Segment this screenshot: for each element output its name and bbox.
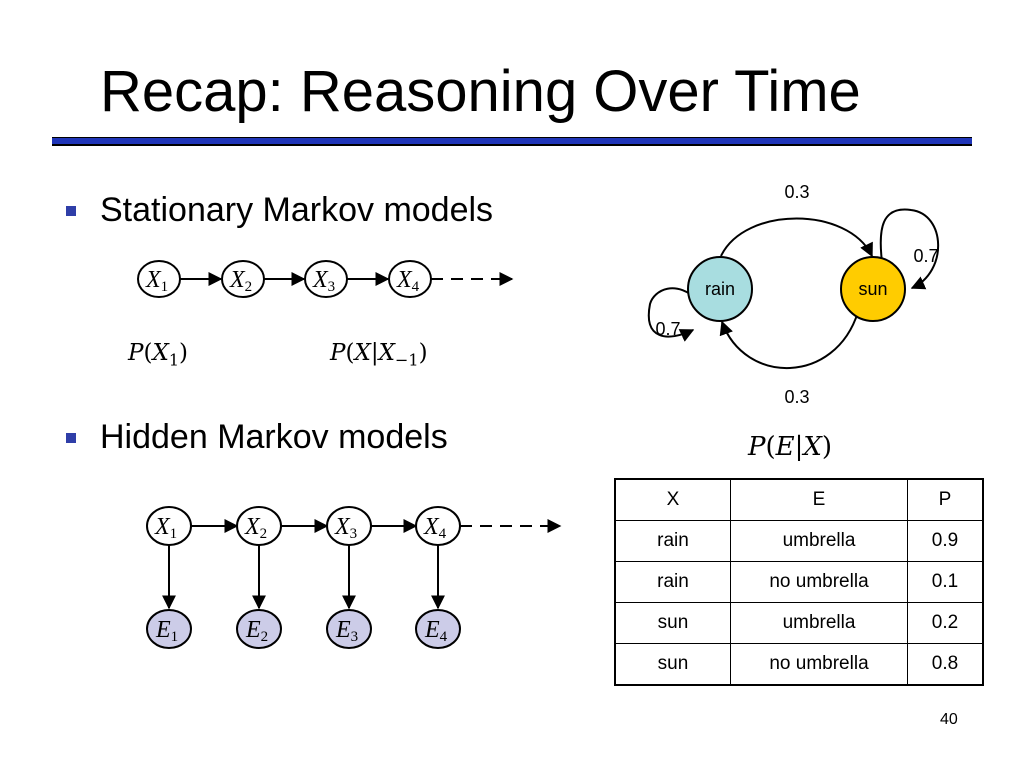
slide-title: Recap: Reasoning Over Time — [100, 59, 861, 124]
formula-emission-model: P(E|X) — [748, 432, 833, 462]
table-cell: umbrella — [730, 602, 908, 644]
svg-text:X2: X2 — [229, 267, 252, 295]
table-cell: 0.8 — [907, 643, 984, 686]
svg-text:E3: E3 — [335, 617, 358, 645]
table-row: rain umbrella 0.9 — [614, 520, 984, 562]
state-sun: sun — [840, 256, 906, 322]
table-row: rain no umbrella 0.1 — [614, 561, 984, 603]
table-cell: sun — [614, 602, 731, 644]
hmm-diagram: X1 X2 X3 X4 E1 E2 E — [146, 506, 562, 649]
svg-text:E4: E4 — [424, 617, 448, 645]
edge-sun-to-rain — [719, 311, 859, 369]
markov-chain: X1 X2 X3 X4 — [137, 260, 514, 298]
table-cell: 0.1 — [907, 561, 984, 603]
state-rain: rain — [687, 256, 753, 322]
prob-sun-to-rain: 0.3 — [784, 387, 809, 407]
evidence-node-e1: E1 — [146, 609, 192, 649]
svg-text:X2: X2 — [244, 514, 267, 542]
svg-text:rain: rain — [705, 279, 735, 299]
svg-text:X3: X3 — [334, 514, 357, 542]
markov-node-x4: X4 — [388, 260, 432, 298]
svg-text:X3: X3 — [312, 267, 335, 295]
table-header-row: X E P — [614, 478, 984, 521]
column-header: E — [730, 478, 908, 521]
prob-rain-to-sun: 0.3 — [784, 182, 809, 202]
bullet-marker-markov — [66, 206, 76, 216]
table-row: sun umbrella 0.2 — [614, 602, 984, 644]
hmm-node-x3: X3 — [326, 506, 372, 546]
table-cell: no umbrella — [730, 561, 908, 603]
bullet-hidden-markov-models: Hidden Markov models — [100, 418, 448, 456]
svg-text:X4: X4 — [423, 514, 447, 542]
emission-table: X E P rain umbrella 0.9 rain no umbrella… — [614, 478, 984, 686]
table-cell: rain — [614, 520, 731, 562]
evidence-node-e2: E2 — [236, 609, 282, 649]
table-cell: sun — [614, 643, 731, 686]
bullet-marker-hmm — [66, 433, 76, 443]
page-number: 40 — [940, 711, 958, 728]
markov-node-x3: X3 — [304, 260, 348, 298]
evidence-node-e3: E3 — [326, 609, 372, 649]
markov-node-x1: X1 — [137, 260, 181, 298]
table-cell: 0.2 — [907, 602, 984, 644]
edge-rain-to-rain — [647, 287, 701, 342]
svg-text:X1: X1 — [154, 514, 177, 542]
edge-rain-to-sun — [720, 217, 873, 258]
prob-sun-to-sun: 0.7 — [913, 246, 938, 266]
table-cell: umbrella — [730, 520, 908, 562]
evidence-node-e4: E4 — [415, 609, 461, 649]
table-cell: rain — [614, 561, 731, 603]
svg-text:E1: E1 — [155, 617, 178, 645]
svg-text:X1: X1 — [145, 267, 168, 295]
transition-diagram: rain sun 0.3 0.7 0.7 0.3 — [647, 182, 940, 407]
table-cell: no umbrella — [730, 643, 908, 686]
svg-text:E2: E2 — [245, 617, 268, 645]
column-header: P — [907, 478, 984, 521]
formula-transition-model: P(X|X−1) — [330, 340, 428, 370]
hmm-node-x1: X1 — [146, 506, 192, 546]
markov-node-x2: X2 — [221, 260, 265, 298]
formula-initial-distribution: P(X1) — [128, 340, 189, 370]
edge-sun-to-sun — [879, 208, 940, 290]
svg-text:X4: X4 — [396, 267, 420, 295]
svg-text:sun: sun — [858, 279, 887, 299]
title-rule — [52, 138, 972, 144]
table-row: sun no umbrella 0.8 — [614, 643, 984, 686]
table-cell: 0.9 — [907, 520, 984, 562]
hmm-node-x2: X2 — [236, 506, 282, 546]
bullet-markov-models: Stationary Markov models — [100, 191, 494, 229]
prob-rain-to-rain: 0.7 — [655, 319, 680, 339]
column-header: X — [614, 478, 731, 521]
hmm-node-x4: X4 — [415, 506, 461, 546]
